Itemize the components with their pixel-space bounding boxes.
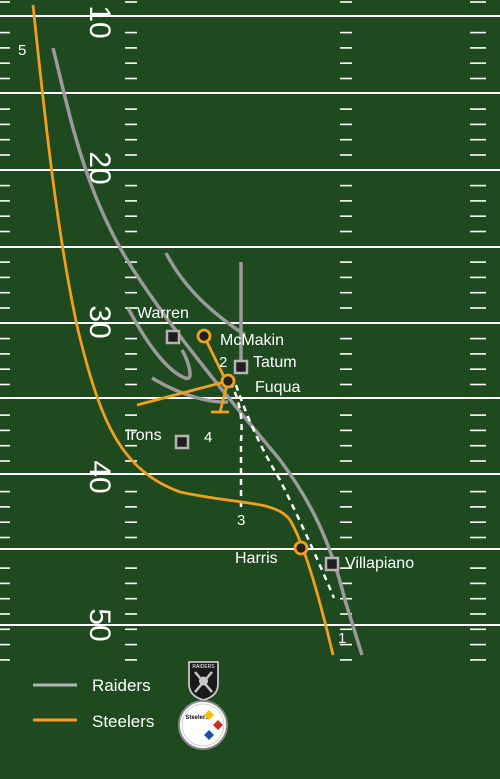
yard-lines — [0, 15, 500, 626]
hash-marks — [0, 1, 486, 661]
step-2: 2 — [219, 354, 227, 371]
yard-number-50: 50 — [83, 608, 116, 641]
ball-path-deflection — [228, 381, 243, 510]
yard-number-10: 10 — [83, 5, 116, 38]
raiders-route-warren — [164, 252, 246, 337]
label-tatum: Tatum — [253, 354, 297, 371]
label-fuqua: Fuqua — [255, 379, 300, 396]
raiders-player-warren — [165, 329, 181, 345]
label-villapiano: Villapiano — [345, 555, 414, 572]
label-irons: Irons — [126, 427, 162, 444]
steelers-player-fuqua — [220, 373, 236, 389]
steelers-route-harris — [31, 4, 335, 656]
legend-steelers-label: Steelers — [92, 712, 154, 731]
legend-raiders-label: Raiders — [92, 676, 151, 695]
steelers-logo: Steelers — [178, 700, 228, 750]
yard-number-30: 30 — [83, 305, 116, 338]
raiders-route-tatum-hit — [151, 376, 229, 404]
step-4: 4 — [204, 429, 212, 446]
label-harris: Harris — [235, 550, 278, 567]
steelers-player-harris — [293, 540, 309, 556]
label-warren: Warren — [137, 305, 189, 322]
step-3: 3 — [237, 512, 245, 529]
raiders-route-irons — [126, 307, 192, 381]
steelers-logo-text: Steelers — [185, 715, 209, 721]
raiders-logo-text: RAIDERS — [192, 664, 215, 670]
label-mcmakin: McMakin — [220, 332, 284, 349]
raiders-player-irons — [174, 434, 190, 450]
raiders-route-villapiano — [51, 47, 364, 656]
steelers-route-mcmakin — [202, 335, 228, 382]
steelers-player-mcmakin — [196, 328, 212, 344]
step-1: 1 — [338, 630, 346, 647]
raiders-logo: RAIDERS — [188, 661, 219, 701]
raiders-player-tatum — [233, 359, 249, 375]
steelers-route-fuqua — [136, 379, 229, 407]
ball-path-pass — [234, 384, 336, 599]
corner-number: 5 — [18, 42, 26, 59]
raiders-player-villapiano — [324, 556, 340, 572]
legend: Raiders RAIDERS Steelers Steelers — [33, 661, 228, 750]
yard-number-40: 40 — [83, 460, 116, 493]
